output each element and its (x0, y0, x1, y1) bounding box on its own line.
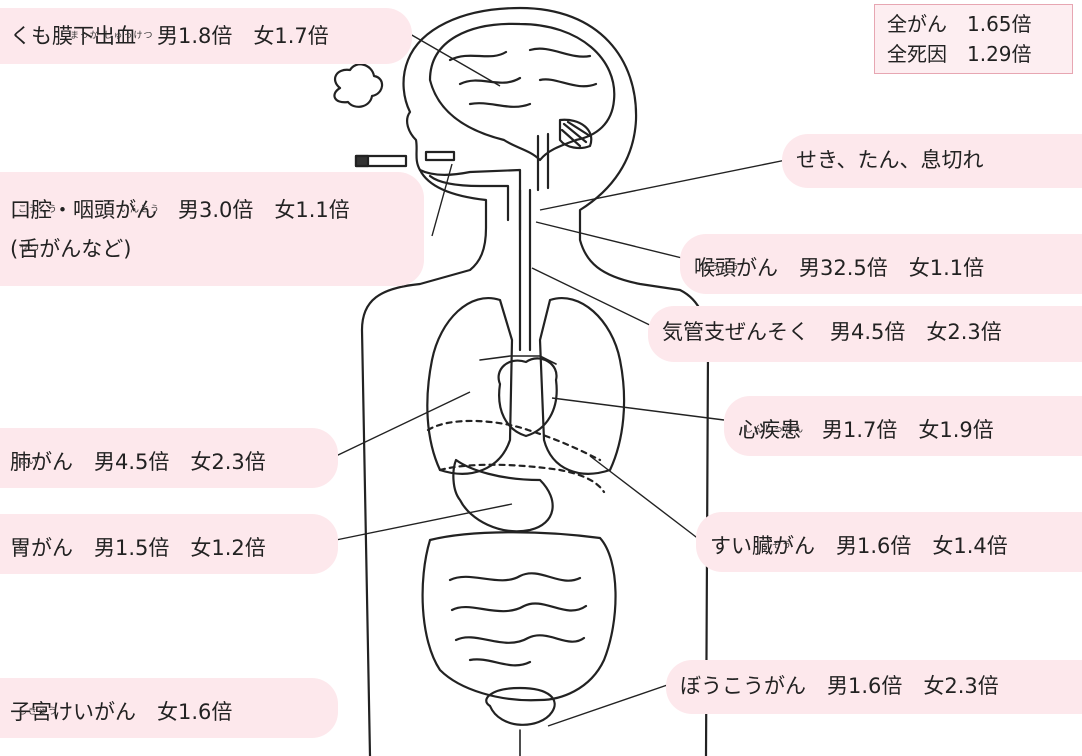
label-pancreas: ぞうすい臓がん 男1.6倍 女1.4倍 (696, 512, 1082, 572)
label-stomach: い胃がん 男1.5倍 女1.2倍 (0, 514, 338, 574)
label-cervix: しきゅう子宮けいがん 女1.6倍 (0, 678, 338, 738)
text-lung: 肺がん 男4.5倍 女2.3倍 (10, 450, 266, 474)
brain-outline (430, 24, 614, 160)
ruby-oral-2: いんとう (120, 205, 160, 216)
smoke-puff (334, 64, 382, 106)
label-cough: せき、たん、息切れ (782, 134, 1082, 188)
ruby-cervix: しきゅう (18, 707, 58, 718)
label-bladder: ぼうこうがん 男1.6倍 女2.3倍 (666, 660, 1082, 714)
label-lung: はい肺がん 男4.5倍 女2.3倍 (0, 428, 338, 488)
label-oral: こうくういんとう口腔・咽頭がん 男3.0倍 女1.1倍 ぜつ(舌がんなど) (0, 172, 424, 286)
label-larynx: こうとう喉頭がん 男32.5倍 女1.1倍 (680, 234, 1082, 294)
summary-all-cancer: 全がん 1.65倍 (887, 9, 1062, 39)
bladder-outline (486, 688, 554, 725)
ruby-lung: はい (18, 457, 38, 468)
intestines-outline (423, 532, 616, 700)
text-pancreas: すい臓がん 男1.6倍 女1.4倍 (710, 534, 1008, 558)
summary-all-cause: 全死因 1.29倍 (887, 39, 1062, 69)
text-stomach: 胃がん 男1.5倍 女1.2倍 (10, 536, 266, 560)
summary-box: 全がん 1.65倍 全死因 1.29倍 (874, 4, 1073, 74)
text-oral: 口腔・咽頭がん 男3.0倍 女1.1倍 (10, 198, 350, 222)
text-bladder: ぼうこうがん 男1.6倍 女2.3倍 (680, 674, 999, 698)
ruby-stomach: い (18, 543, 28, 554)
label-asthma: 気管支ぜんそく 男4.5倍 女2.3倍 (648, 306, 1082, 362)
ruby-oral-1: こうくう (18, 205, 58, 216)
stomach-outline (453, 460, 552, 531)
text-cough: せき、たん、息切れ (796, 148, 984, 172)
ruby-larynx: こうとう (700, 263, 740, 274)
label-heart: しんしっかん心疾患 男1.7倍 女1.9倍 (724, 396, 1082, 456)
text-asthma: 気管支ぜんそく 男4.5倍 女2.3倍 (662, 320, 1002, 344)
ruby-heart: しんしっかん (744, 425, 804, 436)
body-outline (362, 8, 708, 756)
ruby-pancreas: ぞう (772, 541, 792, 552)
ruby-subarachnoid: まっか しゅっけつ (70, 31, 154, 42)
text-subarachnoid: くも膜下出血 男1.8倍 女1.7倍 (10, 24, 329, 48)
label-subarachnoid: まっか しゅっけつくも膜下出血 男1.8倍 女1.7倍 (0, 8, 412, 64)
ruby-oral-3: ぜつ (20, 244, 40, 255)
